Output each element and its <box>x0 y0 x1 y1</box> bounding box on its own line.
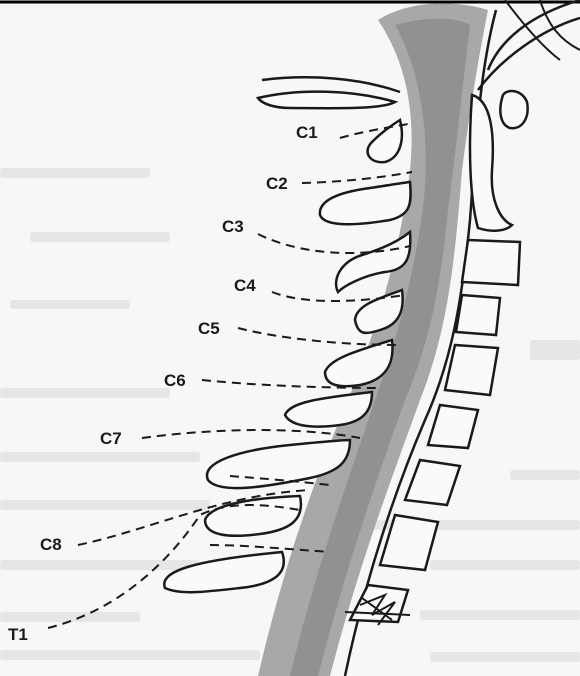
c2-vertebral-body <box>468 93 515 232</box>
c8-root-dash <box>229 475 331 486</box>
label-c6: C6 <box>164 371 186 390</box>
label-c2: C2 <box>266 174 288 193</box>
t1-spinous-process <box>203 494 303 537</box>
scribble-mark <box>359 592 396 626</box>
occipital-process <box>255 90 399 110</box>
label-c1: C1 <box>296 123 318 142</box>
t2-spinous-process <box>163 550 285 594</box>
label-c8: C8 <box>40 535 62 554</box>
occipital-upper-line <box>261 76 401 94</box>
c4-vertebral-body <box>454 293 502 337</box>
c7-vertebral-body <box>403 458 462 507</box>
scribble-line <box>344 611 411 616</box>
t1-leader <box>47 504 301 629</box>
c1-posterior-arch <box>366 118 404 164</box>
label-c7: C7 <box>100 429 122 448</box>
c7-spinous-process <box>205 438 352 490</box>
c2-leader <box>301 171 413 184</box>
nerve-root-leaders <box>47 123 413 629</box>
occiput-line-4 <box>539 0 580 51</box>
t1-root-dash <box>209 544 331 553</box>
c6-spinous-process <box>283 390 374 428</box>
c6-vertebral-body <box>426 403 480 450</box>
c7-leader <box>141 429 361 439</box>
c6-leader <box>201 379 381 389</box>
c8-leader <box>77 489 311 546</box>
c2-spinous-process <box>318 180 412 226</box>
occiput-line-2 <box>476 16 580 91</box>
label-c5: C5 <box>198 319 220 338</box>
label-c4: C4 <box>234 276 256 295</box>
c3-spinous-process <box>334 229 412 295</box>
spinal-cord-core <box>290 18 470 676</box>
c4-leader <box>271 291 406 302</box>
occiput-line-1 <box>486 0 580 71</box>
c1-leader <box>339 123 409 139</box>
occiput-line-3 <box>504 0 561 61</box>
c3-vertebral-body <box>460 238 522 287</box>
c5-spinous-process <box>323 338 394 388</box>
c3-leader <box>257 233 411 255</box>
c4-spinous-process <box>353 288 404 335</box>
vertebral-bodies <box>347 238 522 624</box>
label-c3: C3 <box>222 217 244 236</box>
c5-vertebral-body <box>443 343 500 397</box>
label-t1: T1 <box>8 625 28 644</box>
c5-leader <box>237 327 399 346</box>
c8-vertebral-body <box>378 513 440 572</box>
atlas-anterior-arch <box>499 89 529 130</box>
